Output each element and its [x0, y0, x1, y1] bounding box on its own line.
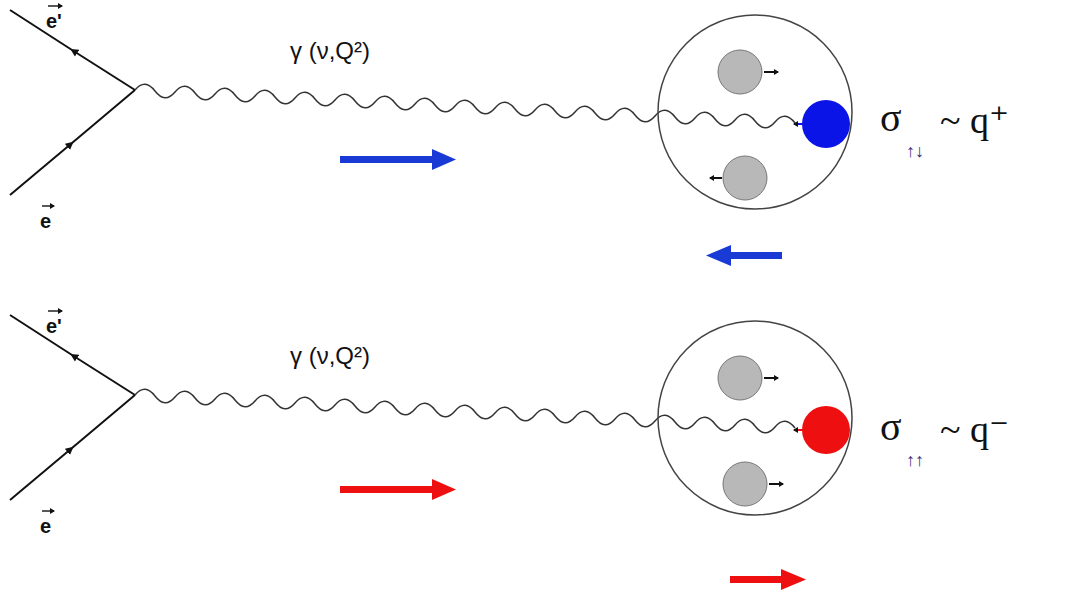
spin-subscript: ↑↑: [906, 451, 924, 471]
cross-section-symbol: σ: [880, 405, 902, 449]
electron-lines: [10, 10, 135, 500]
particle-label: e': [46, 10, 62, 32]
particle-label: e': [46, 315, 62, 337]
cross-section-symbol: σ: [880, 96, 902, 140]
particle-label: e: [40, 210, 51, 232]
photon-label: γ (ν,Q²): [290, 38, 370, 64]
nucleon-top: [658, 15, 852, 209]
quark-density: ~ q⁺: [940, 100, 1009, 142]
photon-label: γ (ν,Q²): [290, 343, 370, 369]
nucleon-bottom: [658, 321, 852, 515]
vector-marks: [42, 6, 62, 511]
photon-lines: [135, 84, 795, 433]
spin-subscript: ↑↓: [906, 142, 924, 162]
quark-density: ~ q⁻: [940, 409, 1009, 451]
spin-arrows: [340, 149, 806, 590]
particle-label: e: [40, 515, 51, 537]
